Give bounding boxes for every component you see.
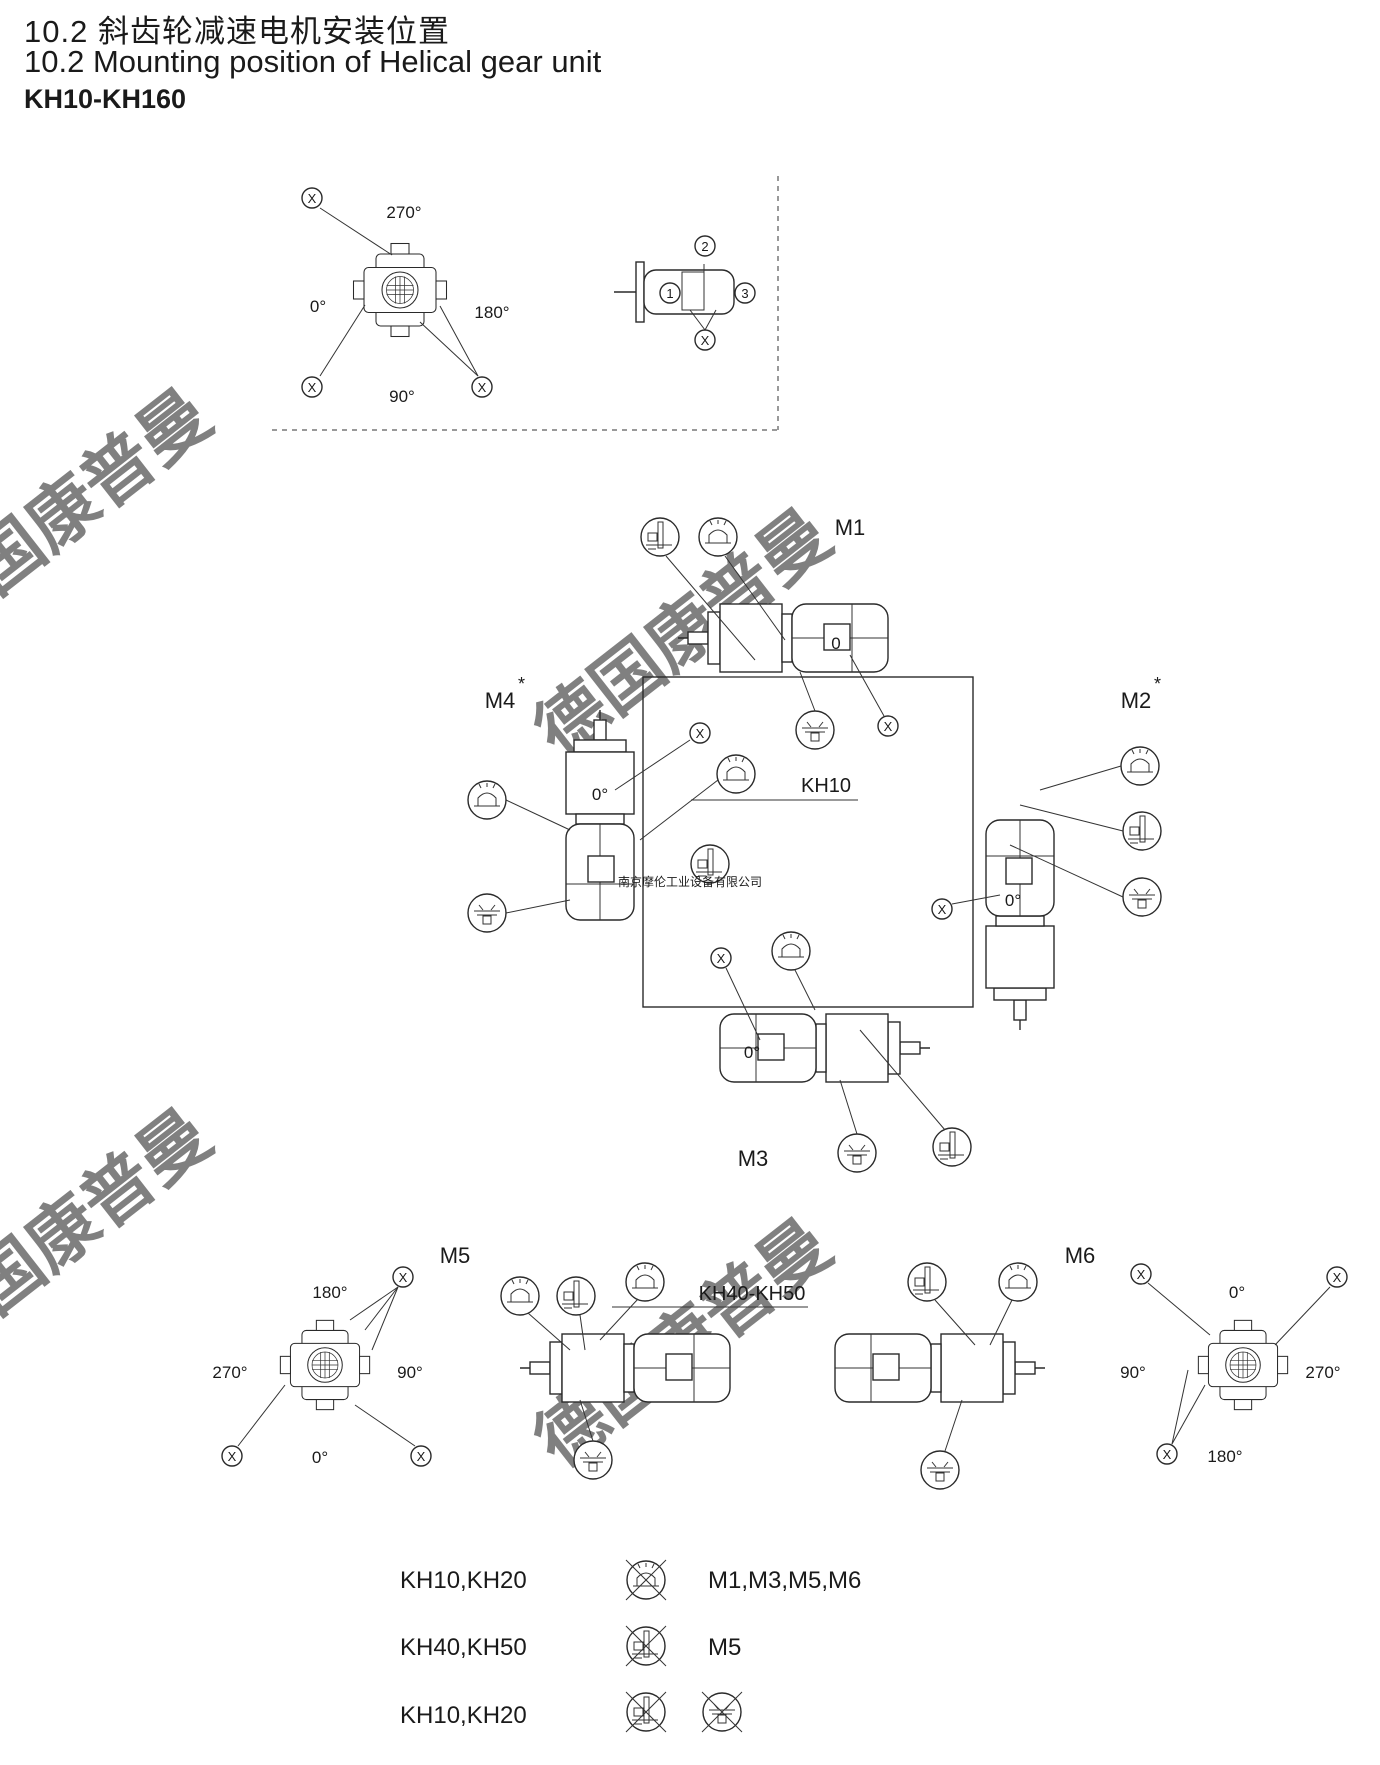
legend-positions: M1,M3,M5,M6 <box>708 1567 861 1594</box>
legend-models: KH10,KH20 <box>400 1702 527 1729</box>
angle-label: 0° <box>312 1448 328 1467</box>
star-marker: * <box>1154 674 1161 694</box>
angle-label: 180° <box>474 303 509 322</box>
title-en: 10.2 Mounting position of Helical gear u… <box>24 44 602 79</box>
angle-label: 90° <box>389 387 415 406</box>
angle-label: 180° <box>312 1283 347 1302</box>
x-marker: X <box>417 1449 426 1464</box>
legend-models: KH40,KH50 <box>400 1634 527 1661</box>
angle-label: 270° <box>386 203 421 222</box>
position-label-m1: M1 <box>835 515 866 540</box>
watermark: 德国康普曼 <box>0 375 225 652</box>
position-label-m5: M5 <box>440 1243 471 1268</box>
x-marker: X <box>1163 1447 1172 1462</box>
x-marker: X <box>478 380 487 395</box>
x-marker: X <box>308 380 317 395</box>
position-label-m2: M2 <box>1121 688 1152 713</box>
model-note: KH40-KH50 <box>699 1283 806 1305</box>
angle-label: 0° <box>310 297 326 316</box>
x-marker: X <box>938 902 947 917</box>
angle-label: 0 <box>831 634 840 653</box>
model-note: KH10 <box>801 775 851 797</box>
x-marker: X <box>717 951 726 966</box>
title-cn: 10.2 斜齿轮减速电机安装位置 <box>24 14 450 49</box>
legend-models: KH10,KH20 <box>400 1567 527 1594</box>
x-marker: X <box>308 191 317 206</box>
side-number: 3 <box>741 286 748 301</box>
position-label-m3: M3 <box>738 1146 769 1171</box>
angle-label: 180° <box>1207 1447 1242 1466</box>
position-label-m4: M4 <box>485 688 516 713</box>
legend: KH10,KH20 M1,M3,M5,M6 KH40,KH50 M5 KH10,… <box>400 1559 861 1733</box>
angle-label: 0° <box>1229 1283 1245 1302</box>
x-marker: X <box>701 333 710 348</box>
m5-group: M5 180° 270° 90° 0° X X X KH40-KH50 <box>212 1243 808 1480</box>
model-range: KH10-KH160 <box>24 84 187 114</box>
watermark: 德国康普曼 <box>0 1095 225 1372</box>
star-marker: * <box>518 674 525 694</box>
x-marker: X <box>884 719 893 734</box>
position-label-m6: M6 <box>1065 1243 1096 1268</box>
legend-positions: M5 <box>708 1634 741 1661</box>
x-marker: X <box>1333 1270 1342 1285</box>
center-diagram: 0 M1 X 0° M4 * X KH10 0° M2 * <box>467 515 1162 1173</box>
angle-label: 0° <box>1005 891 1021 910</box>
angle-label: 270° <box>212 1363 247 1382</box>
position-key: X X X 270° 0° 180° 90° 2 1 3 X <box>272 176 780 431</box>
x-marker: X <box>1137 1267 1146 1282</box>
angle-label: 270° <box>1305 1363 1340 1382</box>
x-marker: X <box>228 1449 237 1464</box>
x-marker: X <box>696 726 705 741</box>
side-number: 1 <box>666 286 673 301</box>
angle-label: 0° <box>744 1043 760 1062</box>
m6-group: M6 0° 90° 270° 180° X X X <box>834 1243 1348 1490</box>
angle-label: 90° <box>397 1363 423 1382</box>
company-label: 南京摩伦工业设备有限公司 <box>618 874 762 889</box>
angle-label: 90° <box>1120 1363 1146 1382</box>
side-number: 2 <box>701 239 708 254</box>
angle-label: 0° <box>592 785 608 804</box>
x-marker: X <box>399 1270 408 1285</box>
